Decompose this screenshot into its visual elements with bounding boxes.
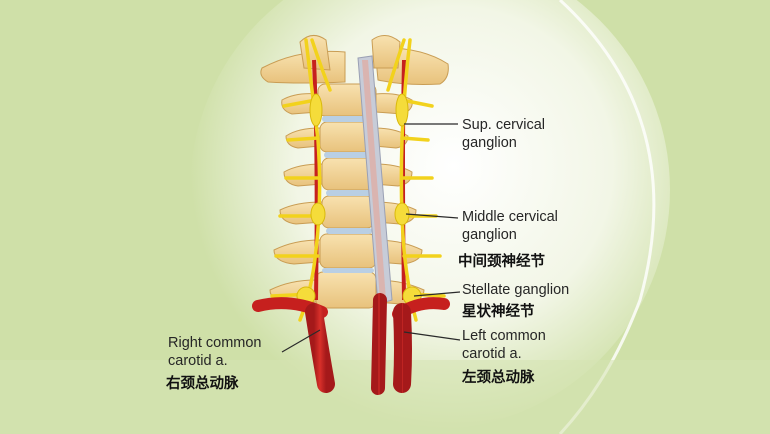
label-left-common-line1: Left common <box>462 328 546 344</box>
label-right-common-line2: carotid a. <box>168 353 228 369</box>
label-right-common-carotid: Right common carotid a. <box>168 334 261 370</box>
left-common-carotid-artery <box>393 303 412 393</box>
label-left-common-zh: 左颈总动脉 <box>462 370 535 386</box>
label-left-common-carotid: Left common carotid a. <box>462 327 546 363</box>
ganglia <box>296 93 422 306</box>
label-stellate-zh: 星状神经节 <box>462 304 535 320</box>
sup-cervical-ganglion-left <box>309 93 323 127</box>
leader-middle-cervical <box>405 213 459 219</box>
right-common-carotid-artery <box>305 303 335 393</box>
label-left-common-line2: carotid a. <box>462 346 522 362</box>
label-sup-cervical-line2: ganglion <box>462 135 517 151</box>
label-stellate-ganglion: Stellate ganglion <box>462 282 570 298</box>
label-middle-cervical-zh: 中间颈神经节 <box>458 254 545 270</box>
label-right-common-line1: Right common <box>168 335 262 351</box>
label-sup-cervical-line1: Sup. cervical <box>462 117 546 133</box>
vertebral-artery-left <box>312 59 319 301</box>
leader-right-common <box>281 329 321 353</box>
leader-stellate <box>413 291 461 297</box>
arteries <box>252 293 450 395</box>
label-middle-cervical-ganglion: Middle cervical ganglion <box>462 208 558 244</box>
vertebral-column <box>315 83 377 309</box>
leader-lines <box>281 123 461 353</box>
middle-cervical-ganglion-left <box>310 202 326 226</box>
label-right-common-zh: 右颈总动脉 <box>166 376 239 392</box>
leader-left-common <box>403 331 461 341</box>
sup-cervical-ganglion-right <box>395 93 409 127</box>
intervertebral-discs <box>322 116 374 273</box>
label-sup-cervical-ganglion: Sup. cervical ganglion <box>462 116 545 152</box>
label-middle-cervical-line1: Middle cervical <box>462 209 558 225</box>
label-middle-cervical-line2: ganglion <box>462 227 517 243</box>
